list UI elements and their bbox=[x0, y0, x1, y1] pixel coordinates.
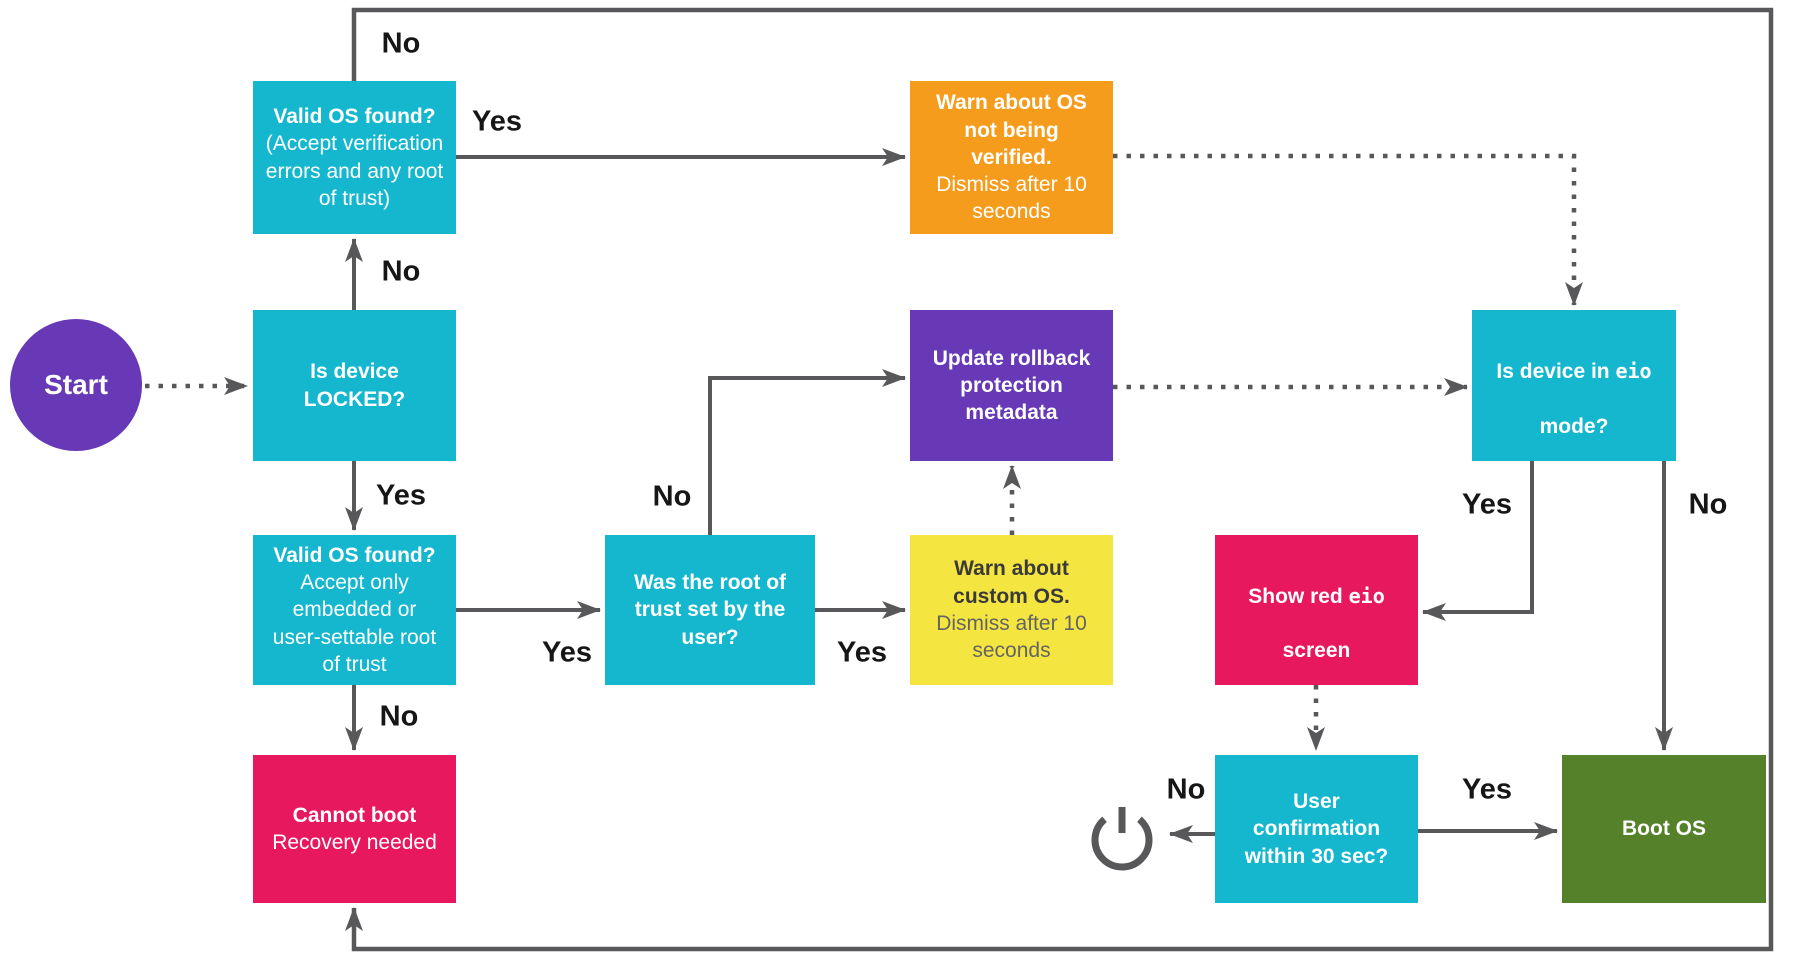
start-label: Start bbox=[44, 369, 108, 400]
eio-code-text: eio bbox=[1615, 359, 1652, 384]
edge-label-locked-valid-yes: Yes bbox=[542, 636, 592, 669]
node-user-confirm: User confirmation within 30 sec? bbox=[1215, 755, 1418, 903]
node-subtitle: Dismiss after 10 seconds bbox=[936, 612, 1087, 663]
edge-eio-yes bbox=[1422, 461, 1534, 621]
node-warn-unverified: Warn about OS not being verified. Dismis… bbox=[910, 81, 1113, 234]
edge-warn-unverified-to-eio bbox=[1113, 153, 1583, 306]
edge-label-locked-yes: Yes bbox=[376, 479, 426, 512]
node-title: Valid OS found? bbox=[273, 104, 436, 128]
edge-label-unlocked-valid-no: No bbox=[381, 27, 421, 60]
edge-label-confirm-yes: Yes bbox=[1462, 773, 1512, 806]
edge-label-locked-no: No bbox=[381, 255, 421, 288]
node-show-red-eio: Show red eio screen bbox=[1215, 535, 1418, 685]
node-title: Warn about OS not being verified. bbox=[936, 91, 1087, 169]
node-is-locked: Is device LOCKED? bbox=[253, 310, 456, 461]
node-subtitle: Dismiss after 10 seconds bbox=[936, 173, 1087, 224]
node-subtitle: Accept only embedded or user-settable ro… bbox=[272, 571, 437, 676]
node-title-text: screen bbox=[1282, 639, 1351, 663]
node-title: Is device in eio mode? bbox=[1496, 331, 1651, 440]
edge-label-eio-no: No bbox=[1688, 488, 1728, 521]
eio-code-text: eio bbox=[1348, 583, 1385, 608]
edge-label-unlocked-valid-yes: Yes bbox=[472, 105, 522, 138]
node-valid-os-locked: Valid OS found? Accept only embedded or … bbox=[253, 535, 456, 685]
node-title: Update rollback protection metadata bbox=[932, 346, 1091, 425]
node-title-text: Show red bbox=[1248, 584, 1349, 608]
node-title: Was the root of trust set by the user? bbox=[633, 571, 787, 649]
node-update-rollback: Update rollback protection metadata bbox=[910, 310, 1113, 461]
node-root-of-trust: Was the root of trust set by the user? bbox=[605, 535, 815, 685]
node-boot-os: Boot OS bbox=[1562, 755, 1766, 903]
edge-root-no bbox=[708, 369, 906, 535]
node-cannot-boot: Cannot boot Recovery needed bbox=[253, 755, 456, 903]
node-title: Show red eio screen bbox=[1248, 555, 1384, 664]
node-is-eio: Is device in eio mode? bbox=[1472, 310, 1676, 461]
node-subtitle: Recovery needed bbox=[272, 831, 437, 854]
edge-unlocked-valid-no-loop bbox=[345, 7, 1774, 952]
node-title: Warn about custom OS. bbox=[953, 557, 1070, 608]
node-title: User confirmation within 30 sec? bbox=[1244, 790, 1389, 868]
edge-label-locked-valid-no: No bbox=[379, 700, 419, 733]
node-warn-custom: Warn about custom OS. Dismiss after 10 s… bbox=[910, 535, 1113, 685]
node-title: Valid OS found? bbox=[273, 543, 436, 567]
edge-label-root-no: No bbox=[652, 480, 692, 513]
node-title: Cannot boot bbox=[292, 803, 417, 827]
power-icon bbox=[1091, 807, 1153, 871]
node-valid-os-unlocked: Valid OS found? (Accept verification err… bbox=[253, 81, 456, 234]
node-title-text: mode? bbox=[1539, 414, 1609, 438]
node-start: Start bbox=[10, 319, 142, 451]
edge-label-eio-yes: Yes bbox=[1462, 488, 1512, 521]
edge-label-confirm-no: No bbox=[1166, 773, 1206, 806]
node-subtitle: (Accept verification errors and any root… bbox=[265, 132, 444, 210]
node-title: Is device LOCKED? bbox=[303, 360, 406, 411]
node-title-text: Is device in bbox=[1496, 360, 1616, 384]
edge-label-root-yes: Yes bbox=[837, 636, 887, 669]
node-title: Boot OS bbox=[1622, 817, 1706, 841]
